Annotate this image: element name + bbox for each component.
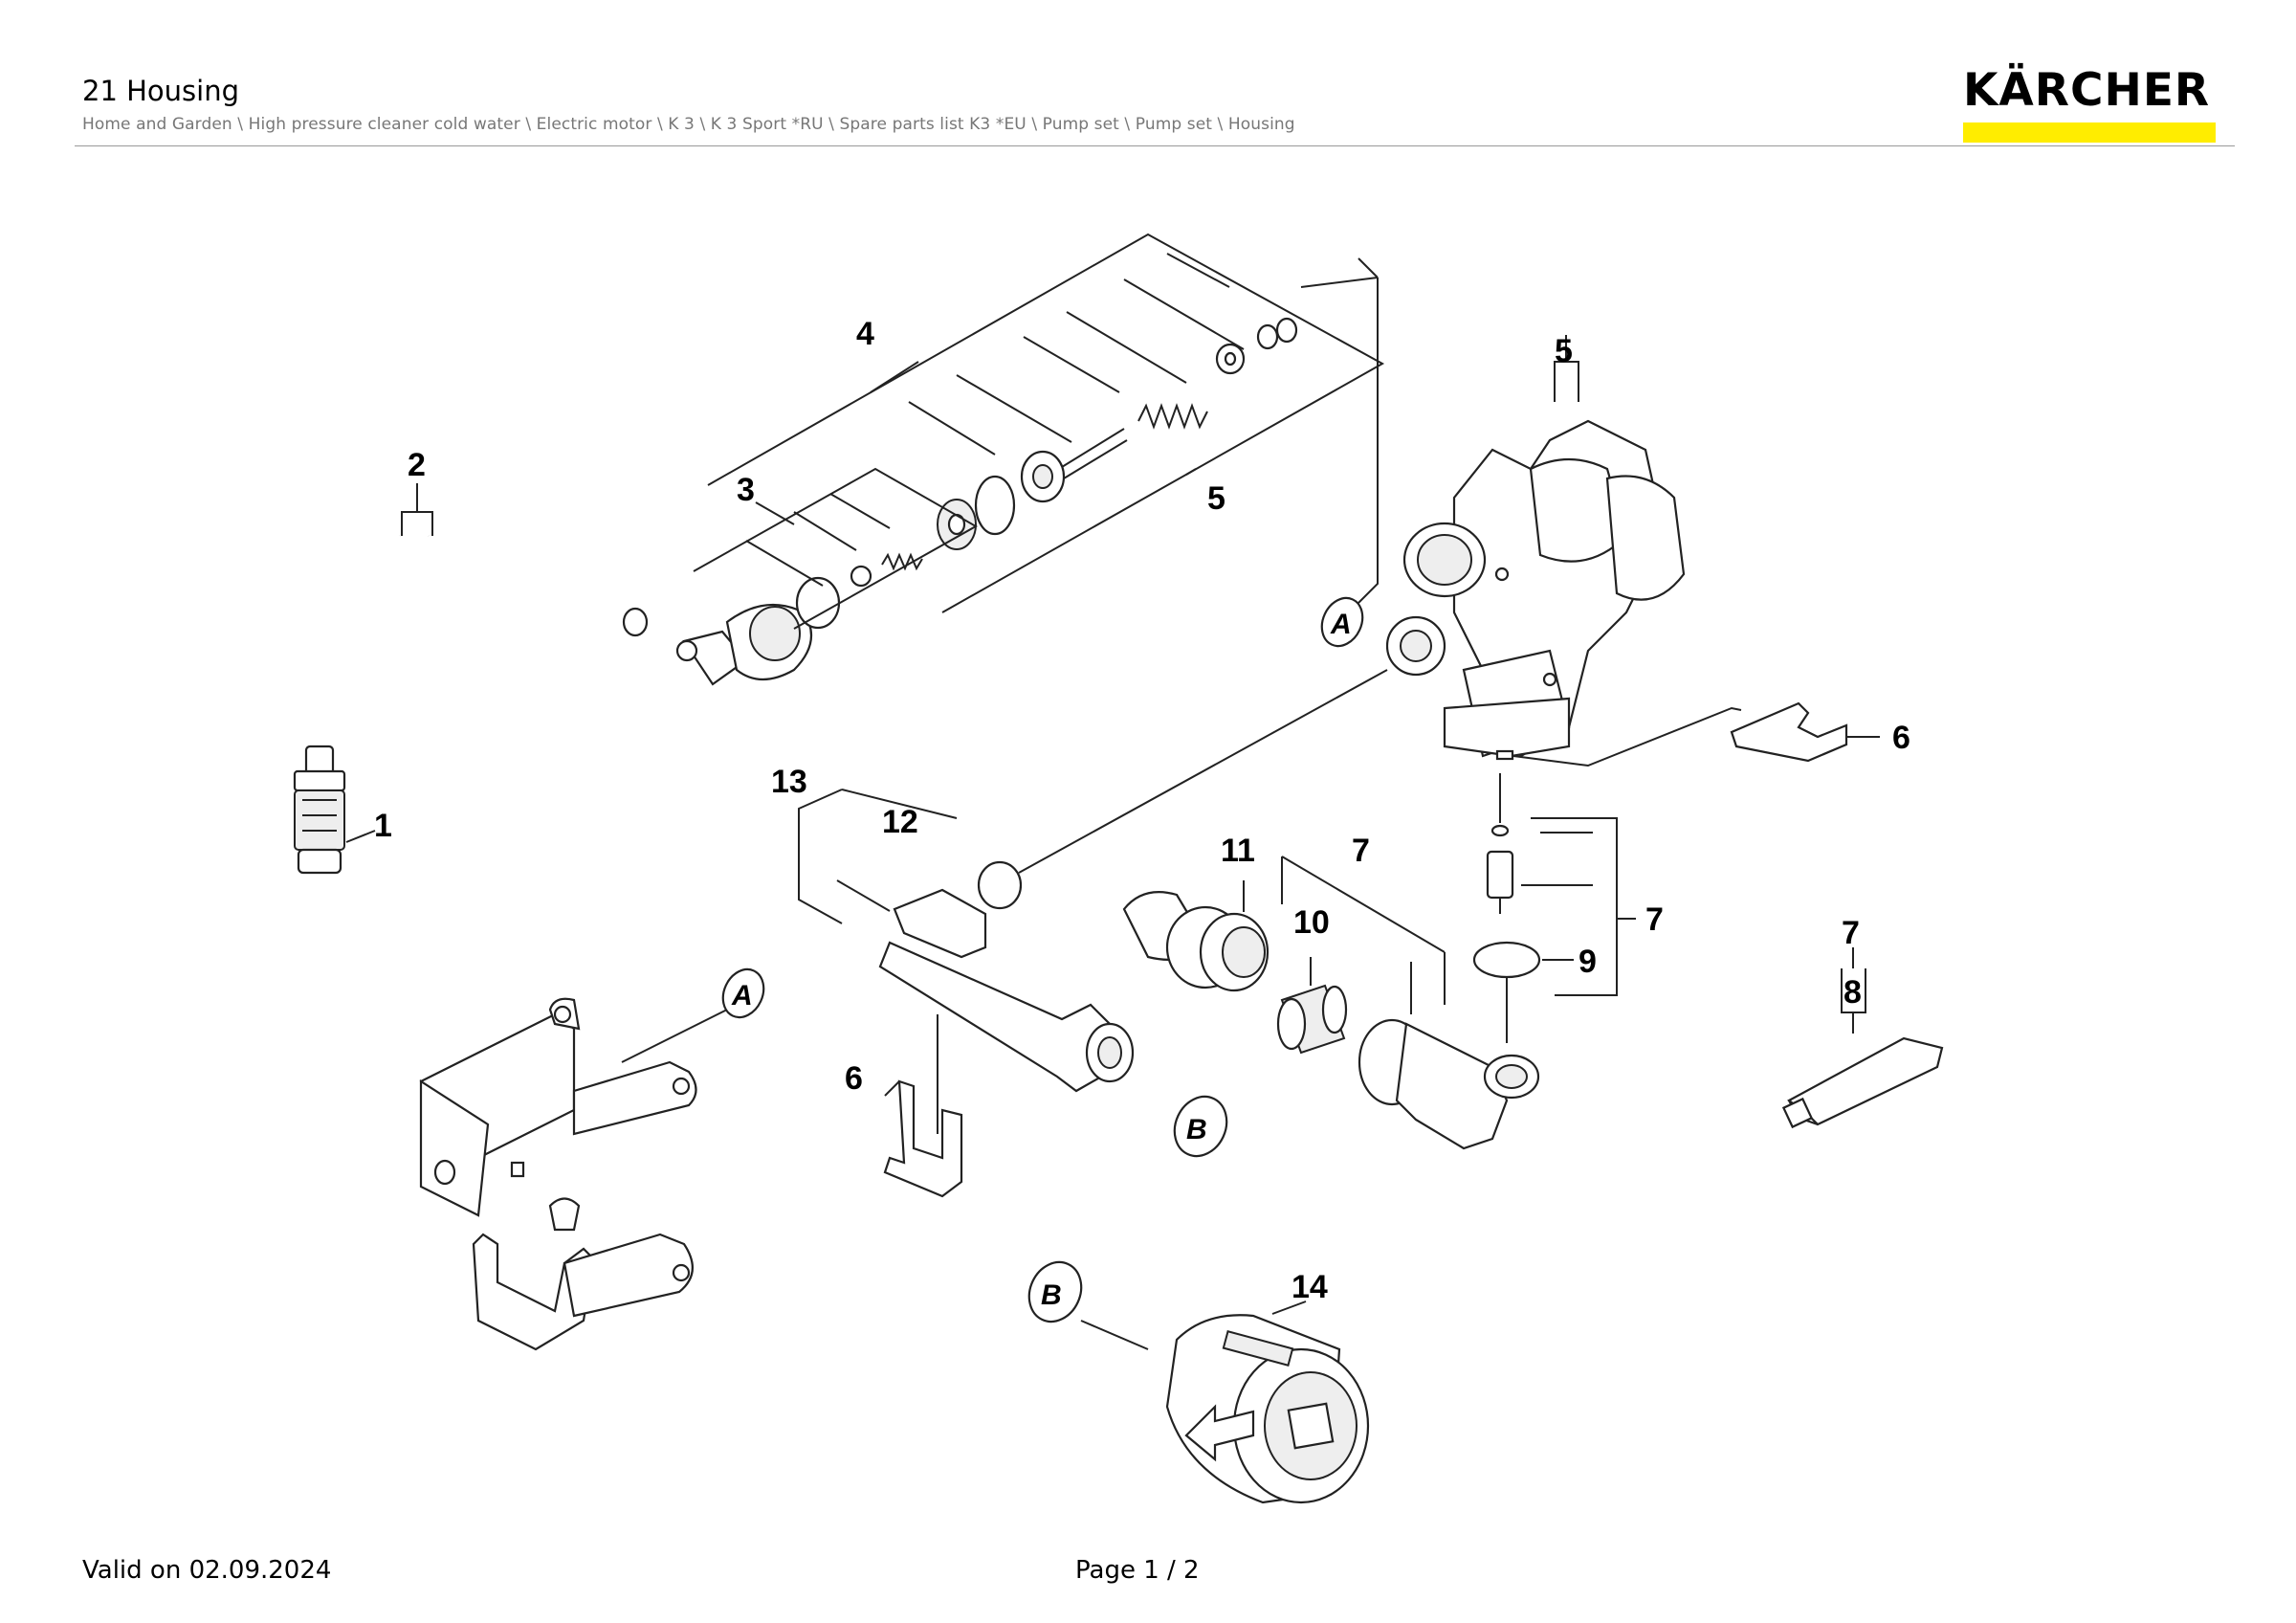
callout-6-right: 6 — [1892, 720, 1910, 756]
svg-text:A: A — [1330, 609, 1352, 640]
callout-5-top: 5 — [1555, 333, 1573, 369]
part-filter-10 — [1276, 957, 1348, 1055]
footer-page-number: Page 1 / 2 — [1075, 1556, 1200, 1585]
logo-yellow-bar — [1963, 122, 2216, 143]
breadcrumb: Home and Garden \ High pressure cleaner … — [82, 115, 1295, 134]
part-clip-6-right — [1730, 701, 1880, 763]
footer-valid-date: Valid on 02.09.2024 — [82, 1556, 332, 1585]
callout-12: 12 — [882, 804, 918, 840]
ref-marker-a-1: A — [1320, 596, 1364, 648]
callout-4: 4 — [856, 316, 874, 352]
part-pump-housing — [1385, 419, 1742, 767]
ref-marker-b-2: B — [1027, 1260, 1083, 1323]
callout-9: 9 — [1578, 944, 1597, 980]
callout-1: 1 — [374, 808, 392, 844]
ref-marker-b-1: B — [1173, 1095, 1228, 1158]
callout-5-valve: 5 — [1207, 480, 1225, 517]
callout-8: 8 — [1843, 974, 1862, 1011]
part-clip-6-left — [883, 1079, 963, 1198]
page-header: 21 Housing Home and Garden \ High pressu… — [82, 75, 1295, 134]
ref-marker-a-2: A — [721, 967, 765, 1019]
svg-text:B: B — [1186, 1114, 1207, 1145]
callout-14: 14 — [1292, 1269, 1328, 1305]
callout-6-left: 6 — [845, 1060, 863, 1097]
callout-2: 2 — [408, 447, 426, 483]
part-mount-bracket — [419, 997, 728, 1351]
callout-7-connector: 7 — [1352, 833, 1370, 869]
svg-text:B: B — [1041, 1279, 1062, 1311]
header-divider — [75, 145, 2235, 146]
svg-text:A: A — [731, 980, 753, 1012]
callout-10: 10 — [1293, 904, 1330, 941]
callout-13: 13 — [771, 764, 807, 800]
callout-11: 11 — [1221, 833, 1255, 869]
callout-3: 3 — [737, 472, 755, 508]
part-hose-2 — [293, 483, 649, 718]
page-title: 21 Housing — [82, 75, 240, 107]
part-nozzle-cap-14 — [1080, 1301, 1370, 1504]
part-grease-tube-8 — [1781, 947, 1944, 1129]
karcher-logo: KÄRCHER — [1963, 65, 2216, 143]
part-filter-1 — [293, 745, 376, 875]
part-coupling-11 — [1122, 880, 1269, 992]
callout-7-tube: 7 — [1842, 915, 1860, 951]
logo-wordmark: KÄRCHER — [1963, 64, 2211, 117]
part-manifold-13 — [798, 669, 1388, 1134]
part-check-valve — [1472, 773, 1636, 1043]
callout-7-valve: 7 — [1645, 901, 1664, 938]
part-angle-connector-7 — [1281, 856, 1540, 1150]
part-valve-stack — [675, 233, 1385, 686]
